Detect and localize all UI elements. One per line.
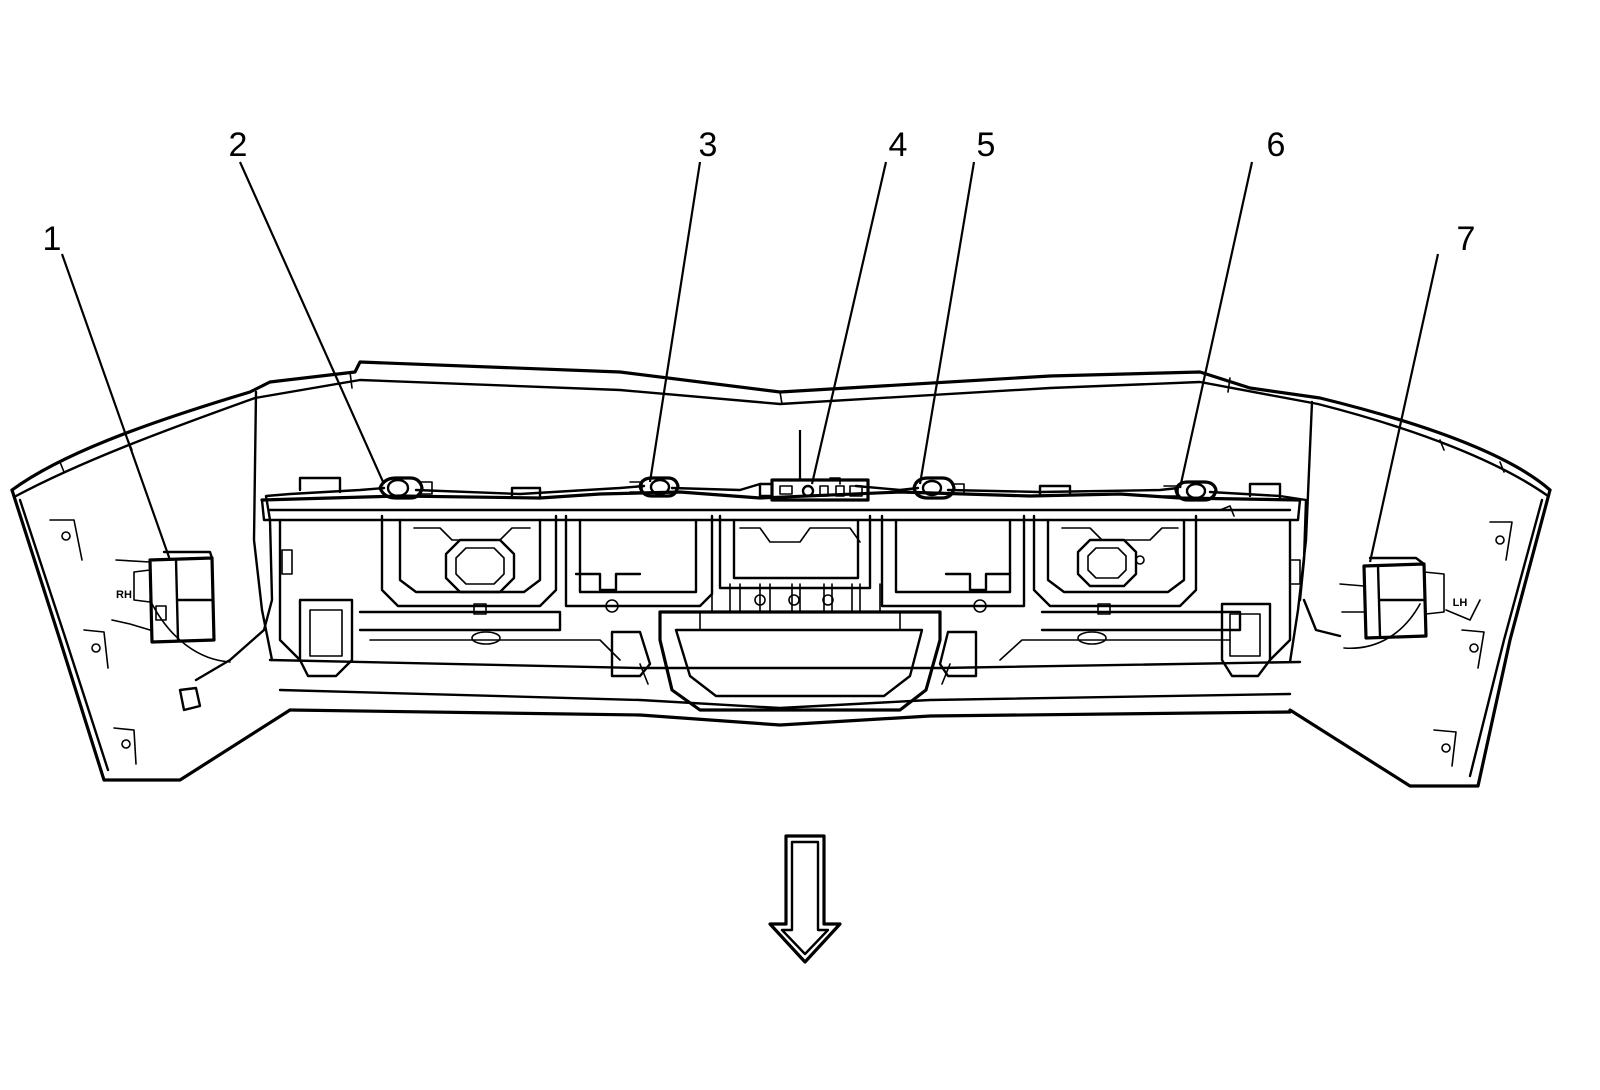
- bumper-fascia: [10, 360, 1552, 788]
- park-assist-module-4: [758, 477, 870, 502]
- park-assist-sensor-3: [629, 476, 680, 498]
- callout-leaders: [60, 161, 1440, 563]
- callout-4: 4: [889, 126, 908, 164]
- energy-absorber: [260, 476, 1302, 712]
- leader-2: [238, 161, 386, 485]
- leader-5: [918, 161, 976, 485]
- object-sensor-module-7: LH: [1339, 556, 1481, 640]
- callout-5: 5: [977, 126, 996, 164]
- callout-6: 6: [1267, 126, 1286, 164]
- park-assist-sensor-2: [378, 476, 433, 500]
- callout-1: 1: [43, 220, 62, 258]
- park-assist-sensor-6: [1163, 480, 1218, 502]
- park-assist-sensor-5: [912, 476, 965, 500]
- leader-7: [1368, 253, 1440, 563]
- object-sensor-module-1: RH: [111, 550, 216, 712]
- down-arrow-icon: [768, 834, 842, 964]
- callout-numbers: 1 2 3 4 5 6 7: [43, 126, 1476, 258]
- callout-2: 2: [229, 126, 248, 164]
- callout-3: 3: [699, 126, 718, 164]
- leader-6: [1178, 161, 1254, 489]
- left-module-marking: RH: [116, 589, 132, 601]
- leader-3: [648, 161, 702, 483]
- right-module-marking: LH: [1453, 597, 1468, 609]
- leader-4: [810, 161, 888, 485]
- leader-1: [60, 253, 172, 561]
- callout-7: 7: [1457, 220, 1476, 258]
